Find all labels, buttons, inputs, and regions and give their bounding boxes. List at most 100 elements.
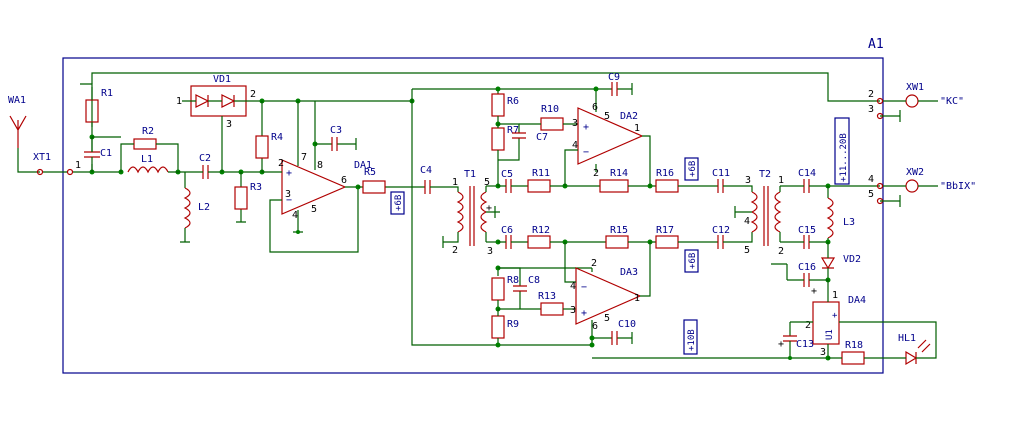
svg-text:R6: R6	[507, 96, 519, 107]
module-frame-a1	[62, 57, 884, 374]
antenna-wa1: WA1	[8, 95, 40, 173]
inductor-l1: L1	[127, 154, 169, 174]
svg-text:C16: C16	[798, 262, 816, 273]
capacitor-c14: C14	[780, 168, 880, 193]
resistor-r16: R16	[655, 168, 718, 193]
svg-text:−: −	[581, 282, 587, 293]
svg-text:C1: C1	[100, 148, 112, 159]
svg-text:+: +	[832, 311, 838, 321]
svg-text:3: 3	[285, 189, 291, 200]
svg-text:R3: R3	[250, 182, 262, 193]
led-hl1: HL1	[880, 321, 937, 366]
svg-text:3: 3	[745, 175, 751, 186]
svg-text:6: 6	[592, 321, 598, 332]
svg-text:HL1: HL1	[898, 333, 916, 344]
resistor-r14: R14	[599, 168, 656, 193]
resistor-r4: R4	[255, 101, 283, 172]
capacitor-c13: C13 +	[778, 335, 814, 358]
svg-text:C9: C9	[608, 72, 620, 83]
svg-text:+: +	[811, 286, 817, 297]
svg-text:R17: R17	[656, 225, 674, 236]
svg-text:4: 4	[868, 174, 874, 185]
supply-label-6v-1: +6B	[390, 191, 405, 215]
svg-text:R10: R10	[541, 104, 559, 115]
svg-text:XW2: XW2	[906, 167, 924, 178]
svg-text:−: −	[583, 147, 589, 158]
svg-text:2: 2	[250, 89, 256, 100]
diode-vd2: VD2	[820, 242, 861, 280]
svg-text:3: 3	[226, 119, 232, 130]
svg-text:1: 1	[452, 177, 458, 188]
opamp-da3: − + DA3 2 4 3 5 6 1	[564, 242, 651, 345]
svg-text:+6B: +6B	[688, 161, 698, 177]
svg-text:R7: R7	[507, 125, 519, 136]
svg-text:4: 4	[292, 210, 298, 221]
resistor-r11: R11	[527, 168, 600, 193]
svg-text:R12: R12	[532, 225, 550, 236]
svg-text:1: 1	[778, 175, 784, 186]
svg-text:1: 1	[75, 160, 81, 171]
svg-text:"KC": "KC"	[940, 96, 964, 107]
svg-text:R8: R8	[507, 275, 519, 286]
svg-text:DA4: DA4	[848, 295, 866, 306]
resistor-r17: R17	[655, 225, 718, 249]
resistor-r12: R12	[527, 225, 606, 249]
svg-text:3: 3	[487, 246, 493, 257]
svg-text:C2: C2	[199, 153, 211, 164]
svg-text:6: 6	[341, 175, 347, 186]
svg-text:3: 3	[868, 104, 874, 115]
svg-text:C15: C15	[798, 225, 816, 236]
svg-text:4: 4	[744, 216, 750, 227]
svg-text:C10: C10	[618, 319, 636, 330]
svg-text:1: 1	[634, 293, 640, 304]
svg-text:C8: C8	[528, 275, 540, 286]
capacitor-c12: C12	[712, 225, 753, 249]
svg-text:3: 3	[572, 118, 578, 129]
svg-text:R1: R1	[101, 88, 113, 99]
svg-text:+: +	[778, 339, 784, 350]
capacitor-c6: C6	[498, 225, 528, 249]
svg-text:R14: R14	[610, 168, 628, 179]
capacitor-c10: C10	[592, 319, 636, 345]
svg-text:1: 1	[176, 96, 182, 107]
resistor-r10: R10	[519, 104, 578, 131]
output-connector-xw1: XW1 "KC" 2 3	[868, 82, 964, 122]
svg-text:C4: C4	[420, 165, 432, 176]
svg-text:DA1: DA1	[354, 160, 372, 171]
svg-text:2: 2	[805, 320, 811, 331]
supply-label-6v-2: +6B	[684, 157, 699, 181]
svg-text:3: 3	[820, 347, 826, 358]
opamp-da2: + − DA2 5 6 3 4 2 1	[564, 89, 651, 186]
svg-text:+: +	[583, 122, 589, 133]
svg-text:R11: R11	[532, 168, 550, 179]
svg-text:6: 6	[592, 102, 598, 113]
capacitor-c11: C11	[712, 168, 753, 193]
svg-text:R18: R18	[845, 340, 863, 351]
transformer-t2: T2 3 4 5 1 2	[734, 169, 784, 257]
supply-label-11-20v: +11...20B	[834, 117, 850, 185]
svg-text:R4: R4	[271, 132, 283, 143]
svg-text:2: 2	[868, 89, 874, 100]
svg-text:R15: R15	[610, 225, 628, 236]
svg-text:5: 5	[604, 313, 610, 324]
svg-text:+10B: +10B	[687, 329, 697, 351]
svg-text:R16: R16	[656, 168, 674, 179]
svg-text:−: −	[286, 195, 292, 206]
svg-text:2: 2	[593, 168, 599, 179]
resistor-r15: R15	[605, 225, 656, 249]
svg-text:R13: R13	[538, 291, 556, 302]
capacitor-c5: C5	[498, 169, 528, 193]
svg-text:1: 1	[832, 290, 838, 301]
svg-text:C11: C11	[712, 168, 730, 179]
svg-text:2: 2	[778, 246, 784, 257]
svg-text:C14: C14	[798, 168, 816, 179]
svg-text:5: 5	[868, 189, 874, 200]
svg-text:"BbIX": "BbIX"	[940, 181, 976, 192]
resistor-r8: R8	[491, 275, 519, 309]
svg-text:DA3: DA3	[620, 267, 638, 278]
svg-text:3: 3	[570, 305, 576, 316]
svg-text:XW1: XW1	[906, 82, 924, 93]
svg-text:+: +	[581, 308, 587, 319]
capacitor-c16: C16 +	[771, 262, 828, 297]
